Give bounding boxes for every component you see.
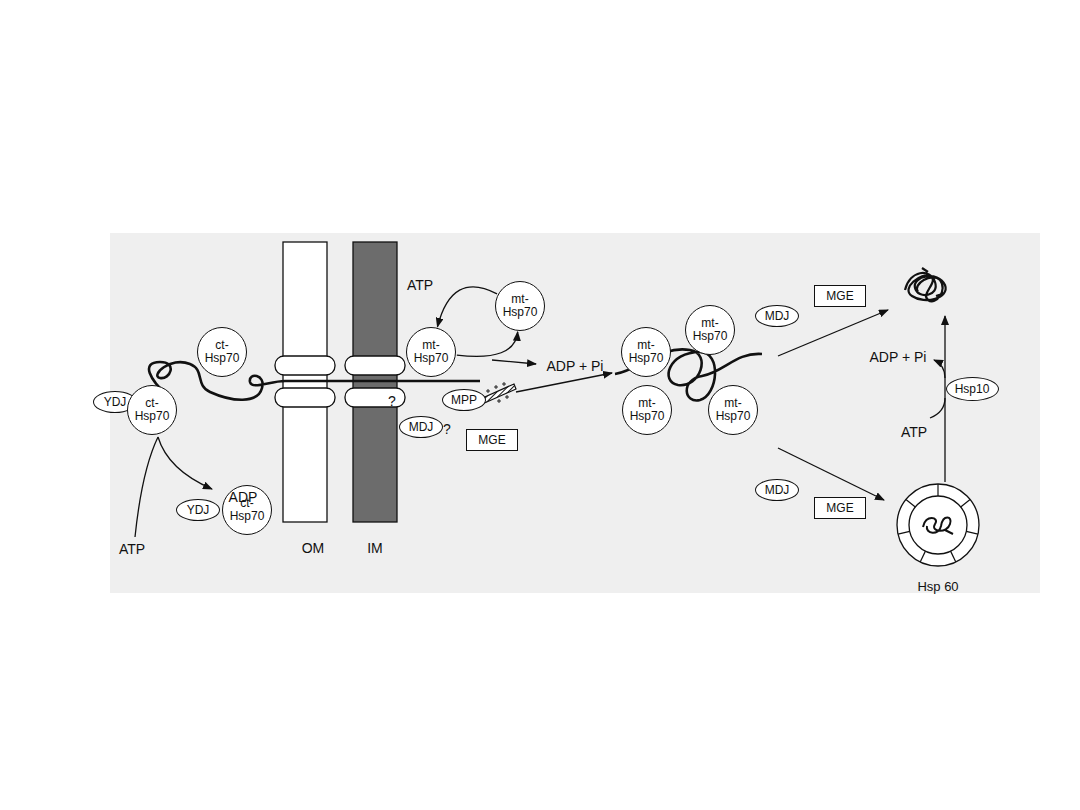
transfer-arrow <box>516 373 612 392</box>
annotation-label: ? <box>388 393 396 409</box>
cycle-arrow <box>457 332 518 356</box>
cofactor-ellipse: MPP <box>442 389 486 411</box>
node-label: mt- Hsp70 <box>630 397 665 423</box>
annotation-label: ATP <box>119 541 145 557</box>
cofactor-ellipse: MDJ <box>399 416 443 438</box>
atp-arrow <box>135 437 158 537</box>
node-label: mt- Hsp70 <box>693 317 728 343</box>
chaperonin-ring: Hsp 60 <box>895 482 981 568</box>
node-label: MGE <box>478 434 505 447</box>
node-label: MGE <box>826 502 853 515</box>
cofactor-ellipse: MDJ <box>755 479 799 501</box>
chaperone-circle: ct- Hsp70 <box>197 327 247 377</box>
annotation-label: ATP <box>901 424 927 440</box>
cofactor-ellipse: Hsp10 <box>946 377 999 401</box>
node-label: Hsp10 <box>955 383 990 396</box>
node-label: MDJ <box>409 421 434 434</box>
node-label: MPP <box>451 394 477 407</box>
node-label: MGE <box>826 290 853 303</box>
cycle-arrow <box>437 287 497 327</box>
folded-protein <box>905 268 946 301</box>
annotation-label: ATP <box>407 277 433 293</box>
node-label: YDJ <box>104 396 127 409</box>
chaperone-circle: ct- Hsp70 <box>127 385 177 435</box>
cofactor-ellipse: YDJ <box>176 499 220 521</box>
annotation-label: ADP + Pi <box>547 358 604 374</box>
chaperone-circle: mt- Hsp70 <box>406 327 456 377</box>
annotation-label: OM <box>302 540 325 556</box>
node-label: mt- Hsp70 <box>414 339 449 365</box>
chaperone-circle: mt- Hsp70 <box>622 385 672 435</box>
ring-outline <box>895 482 981 568</box>
chaperone-circle: mt- Hsp70 <box>621 327 671 377</box>
annotation-label: ADP <box>229 489 258 505</box>
atp-arrow <box>930 398 945 418</box>
chaperone-circle: mt- Hsp70 <box>495 281 545 331</box>
cofactor-ellipse: MDJ <box>755 305 799 327</box>
cochaperone-box: MGE <box>466 429 518 451</box>
adp-pi-arrow <box>934 360 945 378</box>
annotation-label: ADP + Pi <box>870 349 927 365</box>
cochaperone-box: MGE <box>814 497 866 519</box>
node-label: mt- Hsp70 <box>716 397 751 423</box>
node-label: MDJ <box>765 484 790 497</box>
annotation-label: ? <box>443 421 451 437</box>
node-label: Hsp 60 <box>917 580 958 593</box>
chaperone-circle: mt- Hsp70 <box>708 385 758 435</box>
node-label: ct- Hsp70 <box>135 397 170 423</box>
node-label: mt- Hsp70 <box>629 339 664 365</box>
chaperone-circle: mt- Hsp70 <box>685 305 735 355</box>
node-label: mt- Hsp70 <box>503 293 538 319</box>
node-label: ct- Hsp70 <box>205 339 240 365</box>
cochaperone-box: MGE <box>814 285 866 307</box>
adp-arrow <box>158 437 212 489</box>
adp-pi-arrow <box>492 360 536 364</box>
node-label: YDJ <box>187 504 210 517</box>
node-label: MDJ <box>765 310 790 323</box>
annotation-label: IM <box>367 540 383 556</box>
